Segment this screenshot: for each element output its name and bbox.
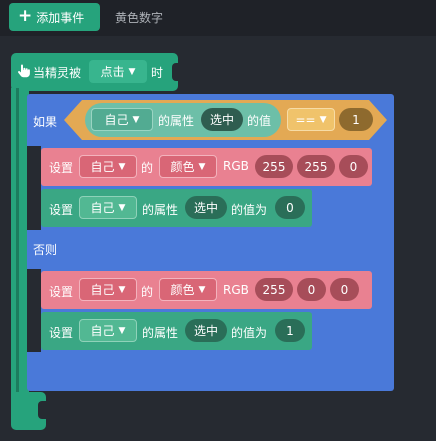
color-target-value: 自己 (90, 160, 115, 174)
plus-icon: + (18, 6, 33, 26)
property-target-value: 自己 (90, 201, 115, 215)
rgb-g-input[interactable]: 0 (297, 278, 326, 301)
add-event-label: 添加事件 (36, 10, 85, 25)
chevron-down-icon: ▼ (198, 161, 206, 172)
else-label: 否则 (33, 243, 58, 257)
property-name-input[interactable]: 选中 (185, 196, 227, 219)
chevron-down-icon: ▼ (128, 66, 136, 77)
else-slot (27, 269, 41, 352)
value-label: 的值为 (231, 203, 268, 217)
condition-property-input[interactable]: 选中 (201, 108, 243, 131)
operator-dropdown[interactable]: == ▼ (287, 108, 335, 131)
property-label: 的属性 (142, 203, 179, 217)
of-label: 的 (141, 161, 154, 175)
event-trigger-dropdown[interactable]: 点击 ▼ (89, 60, 147, 83)
chevron-down-icon: ▼ (118, 325, 126, 336)
chevron-down-icon: ▼ (118, 284, 126, 295)
color-target-value: 自己 (90, 283, 115, 297)
color-property-value: 颜色 (170, 160, 195, 174)
rgb-r-input[interactable]: 255 (255, 155, 293, 178)
rgb-g-input[interactable]: 255 (297, 155, 335, 178)
sprite-tab[interactable]: 黄色数字 (115, 11, 164, 25)
chevron-down-icon: ▼ (118, 161, 126, 172)
then-slot (27, 146, 41, 230)
property-value-input[interactable]: 1 (275, 319, 305, 342)
condition-value-input[interactable]: 1 (339, 108, 373, 131)
chevron-down-icon: ▼ (198, 284, 206, 295)
color-property-dropdown[interactable]: 颜色 ▼ (159, 155, 217, 178)
of-label: 的 (141, 285, 154, 299)
property-label: 的属性 (142, 326, 179, 340)
hand-pointer-icon (18, 64, 30, 78)
color-property-dropdown[interactable]: 颜色 ▼ (159, 278, 217, 301)
property-name-input[interactable]: 选中 (185, 319, 227, 342)
chevron-down-icon: ▼ (132, 114, 140, 125)
if-label: 如果 (33, 115, 58, 129)
event-suffix-text: 时 (151, 66, 164, 80)
set-label: 设置 (49, 203, 74, 217)
color-target-dropdown[interactable]: 自己 ▼ (79, 278, 137, 301)
property-target-value: 自己 (90, 324, 115, 338)
rgb-r-input[interactable]: 255 (255, 278, 293, 301)
hat-notch (172, 63, 180, 81)
property-value-input[interactable]: 0 (275, 196, 305, 219)
set-label: 设置 (49, 285, 74, 299)
add-event-button[interactable]: + 添加事件 (9, 3, 100, 31)
color-target-dropdown[interactable]: 自己 ▼ (79, 155, 137, 178)
chevron-down-icon: ▼ (118, 202, 126, 213)
spine-shadow (16, 88, 19, 393)
condition-target-value: 自己 (104, 113, 129, 127)
operator-value: == (295, 112, 316, 127)
rgb-label: RGB (223, 159, 249, 173)
condition-property-label: 的属性 (158, 114, 195, 128)
rgb-label: RGB (223, 283, 249, 297)
value-label: 的值为 (231, 326, 268, 340)
condition-value-label: 的值 (247, 114, 272, 128)
rgb-b-input[interactable]: 0 (330, 278, 359, 301)
rgb-b-input[interactable]: 0 (339, 155, 368, 178)
event-prefix-text: 当精灵被 (33, 66, 82, 80)
event-trigger-value: 点击 (100, 65, 125, 79)
foot-notch (38, 401, 46, 419)
set-label: 设置 (49, 326, 74, 340)
set-label: 设置 (49, 161, 74, 175)
chevron-down-icon: ▼ (319, 114, 327, 125)
event-block-spine (11, 88, 29, 396)
property-target-dropdown[interactable]: 自己 ▼ (79, 319, 137, 342)
condition-target-dropdown[interactable]: 自己 ▼ (91, 108, 153, 131)
property-target-dropdown[interactable]: 自己 ▼ (79, 196, 137, 219)
color-property-value: 颜色 (170, 283, 195, 297)
